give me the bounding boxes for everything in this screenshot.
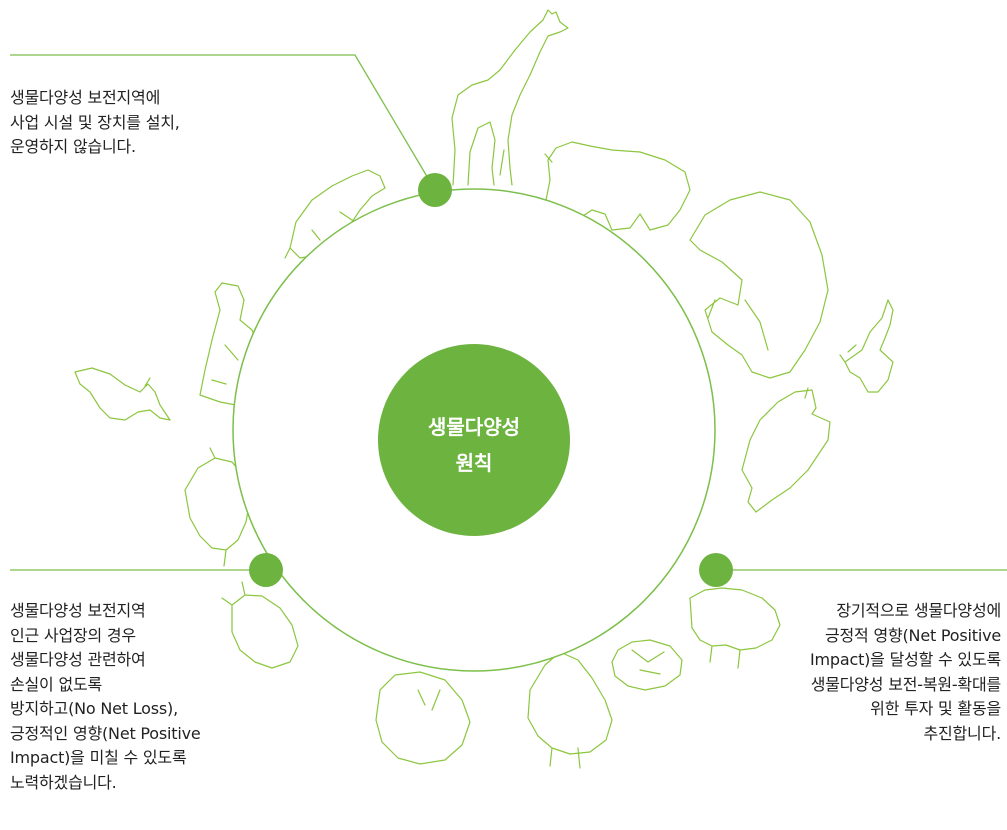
center-title-line1: 생물다양성 bbox=[428, 415, 520, 439]
note-top-line: 사업 시설 및 장치를 설치, bbox=[10, 112, 180, 132]
dog-icon bbox=[284, 169, 386, 259]
note-left-line: 인근 사업장의 경우 bbox=[10, 625, 136, 645]
note-left-line: 생물다양성 보전지역 bbox=[10, 601, 146, 620]
leader-lines bbox=[10, 54, 1007, 571]
tortoise-icon bbox=[611, 639, 683, 691]
note-top-line: 생물다양성 보전지역에 bbox=[10, 88, 161, 107]
principle-note-top: 생물다양성 보전지역에 사업 시설 및 장치를 설치, 운영하지 않습니다. bbox=[10, 86, 180, 160]
note-left-line: 방지하고(No Net Loss), bbox=[10, 699, 178, 718]
note-left-line: 노력하겠습니다. bbox=[10, 772, 117, 792]
node-right bbox=[699, 553, 733, 587]
rhino-icon bbox=[741, 387, 831, 513]
bear-icon bbox=[689, 587, 781, 669]
node-left bbox=[249, 553, 283, 587]
principle-note-left: 생물다양성 보전지역 인근 사업장의 경우 생물다양성 관련하여 손실이 없도록… bbox=[10, 599, 201, 795]
giraffe-icon bbox=[451, 9, 569, 186]
center-title-line2: 원칙 bbox=[456, 451, 493, 475]
pig-icon bbox=[375, 671, 471, 765]
bird-left-icon bbox=[74, 367, 171, 421]
note-right-line: 추진합니다. bbox=[923, 723, 1002, 743]
principle-note-right: 장기적으로 생물다양성에 긍정적 영향(Net Positive Impact)… bbox=[810, 599, 1001, 746]
note-right-line: 장기적으로 생물다양성에 bbox=[836, 601, 1001, 620]
leader-line-top bbox=[10, 54, 436, 191]
elephant-icon bbox=[689, 191, 829, 379]
node-top bbox=[418, 173, 452, 207]
goat-icon bbox=[221, 581, 299, 669]
center-disk bbox=[378, 344, 570, 536]
bird-right-icon bbox=[839, 299, 894, 393]
note-right-line: 위한 투자 및 활동을 bbox=[870, 699, 1001, 718]
animal-outlines bbox=[74, 9, 894, 769]
note-right-line: 긍정적 영향(Net Positive bbox=[825, 625, 1001, 645]
note-top-line: 운영하지 않습니다. bbox=[10, 137, 136, 156]
note-left-line: 생물다양성 관련하여 bbox=[10, 650, 146, 669]
fox-icon bbox=[184, 447, 251, 567]
note-right-line: Impact)을 달성할 수 있도록 bbox=[810, 650, 1001, 669]
note-left-line: Impact)을 미칠 수 있도록 bbox=[10, 748, 187, 767]
note-left-line: 손실이 없도록 bbox=[10, 674, 103, 694]
note-left-line: 긍정적인 영향(Net Positive bbox=[10, 723, 201, 743]
note-right-line: 생물다양성 보전-복원-확대를 bbox=[810, 674, 1001, 694]
